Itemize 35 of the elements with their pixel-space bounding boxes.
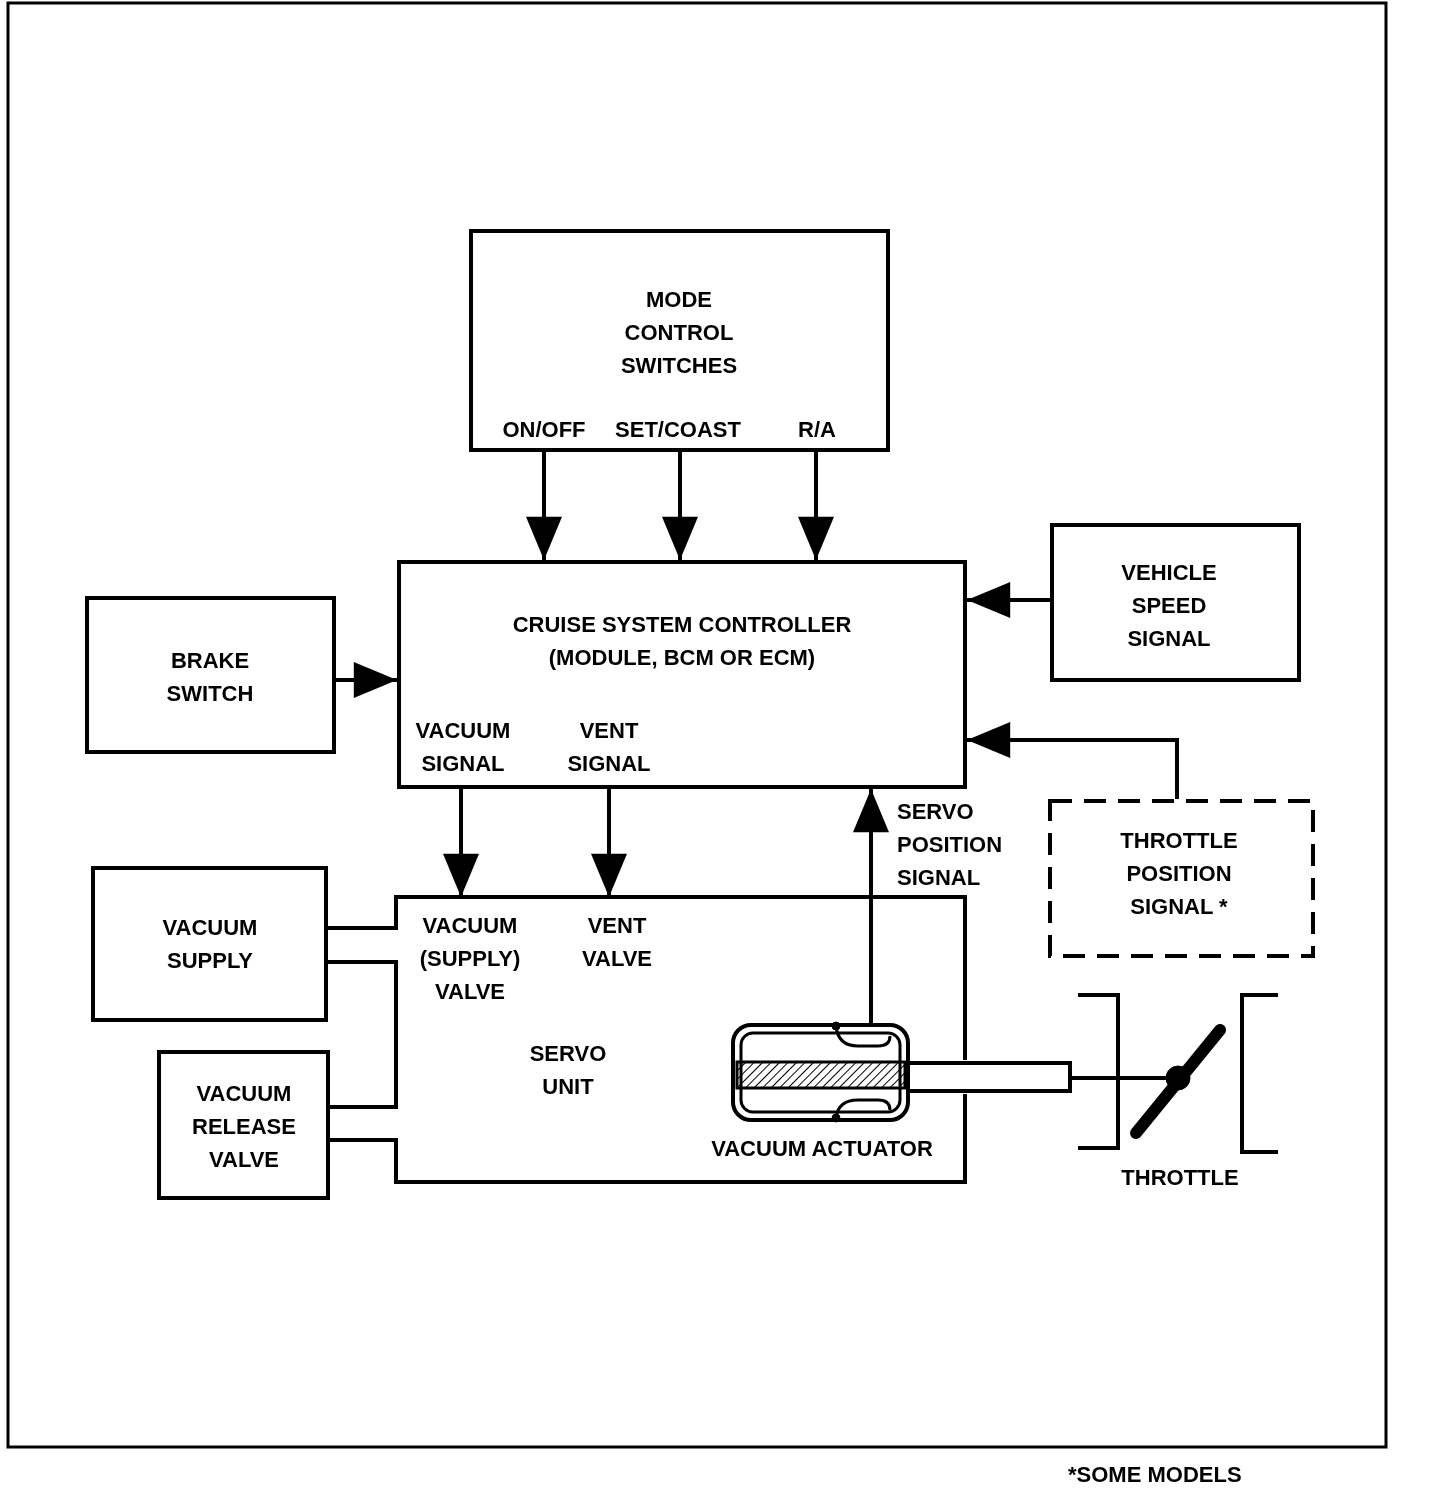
arrow (853, 789, 889, 1025)
arrow (967, 582, 1050, 618)
arrow (798, 452, 834, 560)
valve-label: VACUUM (SUPPLY) VALVE (418, 912, 522, 1006)
switch-block (469, 229, 890, 452)
footnote: *SOME MODELS (1068, 1461, 1243, 1489)
edge-label: SERVO POSITION SIGNAL (897, 798, 1004, 892)
port-label: VENT SIGNAL (566, 717, 652, 778)
block-label: THROTTLE POSITION SIGNAL * (1119, 827, 1239, 921)
arrow (526, 452, 562, 560)
signal-block (1048, 799, 1315, 958)
arrow (336, 662, 397, 698)
block-label: SERVO UNIT (528, 1040, 608, 1101)
block-label: VACUUM SUPPLY (161, 914, 259, 975)
valve-block (157, 1050, 330, 1200)
part-label: VACUUM ACTUATOR (710, 1135, 934, 1163)
block-label: VEHICLE SPEED SIGNAL (1120, 559, 1218, 653)
port-label: ON/OFF (501, 416, 587, 444)
part-label: THROTTLE (1120, 1164, 1240, 1192)
arrow (662, 452, 698, 560)
block-label: CRUISE SYSTEM CONTROLLER (MODULE, BCM OR ECM) (511, 611, 853, 672)
supply-block (91, 866, 328, 1022)
block-label: MODE CONTROL SWITCHES (619, 286, 739, 380)
valve-label: VENT VALVE (580, 912, 654, 973)
controller-block (397, 560, 967, 789)
port-label: R/A (797, 416, 837, 444)
arrow (591, 789, 627, 897)
arrow (443, 789, 479, 897)
block-label: BRAKE SWITCH (165, 647, 255, 708)
arrow (967, 722, 1179, 799)
block-label: VACUUM RELEASE VALVE (191, 1080, 297, 1174)
port-label: SET/COAST (614, 416, 742, 444)
signal-block (1050, 523, 1301, 682)
switch-block (85, 596, 336, 754)
port-label: VACUUM SIGNAL (414, 717, 512, 778)
